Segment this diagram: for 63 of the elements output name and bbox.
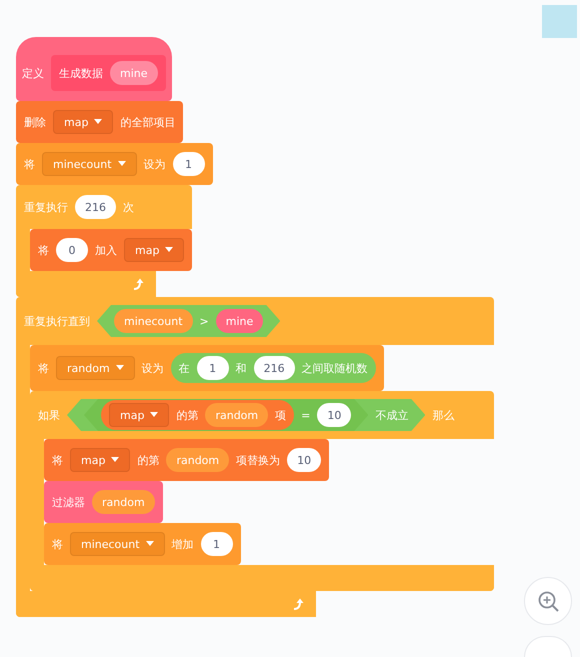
block-label: 过滤器 — [52, 494, 85, 510]
list-block — [30, 229, 192, 271]
block-label: 的第 — [176, 408, 198, 422]
block-label: 设为 — [144, 156, 166, 172]
block-label: 和 — [236, 360, 247, 376]
variable-reporter: random — [205, 403, 268, 427]
block-label: 项 — [275, 408, 286, 422]
block-label: 将 — [38, 360, 49, 376]
variable-reporter: random — [166, 448, 230, 472]
list-dropdown: map — [70, 448, 130, 472]
parameter-reporter: mine — [216, 309, 264, 333]
block-label: 之间取随机数 — [302, 360, 368, 376]
number-input: 216 — [254, 356, 295, 380]
variable-dropdown: random — [56, 356, 135, 380]
custom-block — [44, 481, 163, 523]
block-label: > — [200, 314, 209, 328]
block-label: 生成数据 — [59, 66, 103, 80]
variable-block — [30, 345, 384, 391]
block-label: 将 — [38, 242, 49, 258]
block-label: 项替换为 — [236, 452, 280, 468]
block-label: 将 — [52, 536, 63, 552]
repeat-until-block — [16, 297, 494, 617]
block-label: 在 — [178, 360, 190, 376]
block-label: 那么 — [432, 408, 454, 422]
number-input: 0 — [56, 238, 88, 262]
number-input: 1 — [196, 356, 229, 380]
variable-block — [16, 143, 213, 185]
number-input: 1 — [200, 532, 233, 556]
number-input: 1 — [172, 152, 205, 176]
block-label: 次 — [123, 200, 134, 214]
block-label: 增加 — [172, 536, 194, 552]
block-label: 加入 — [95, 242, 117, 258]
block-label: 的全部项目 — [120, 114, 176, 130]
parameter-reporter: mine — [110, 61, 158, 85]
block-label: 删除 — [24, 114, 46, 130]
repeat-block — [16, 185, 192, 297]
random-operator — [170, 353, 376, 383]
block-label: = — [301, 408, 310, 422]
block-label: 不成立 — [375, 408, 408, 422]
list-dropdown: map — [109, 403, 170, 427]
variable-dropdown: minecount — [70, 532, 165, 556]
variable-dropdown: minecount — [42, 152, 137, 176]
block-label: 重复执行直到 — [24, 314, 90, 328]
block-label: 的第 — [137, 452, 160, 468]
list-block — [16, 101, 184, 143]
block-label: 如果 — [38, 408, 60, 422]
define-hat-block — [16, 37, 172, 101]
block-label: 定义 — [22, 66, 44, 80]
list-block — [44, 439, 330, 481]
variable-reporter: random — [92, 490, 155, 514]
list-item-reporter — [101, 400, 294, 430]
number-input: 216 — [75, 195, 116, 219]
block-label: 设为 — [142, 360, 164, 376]
number-input: 10 — [287, 448, 322, 472]
block-label: 将 — [52, 452, 63, 468]
custom-block-prototype — [51, 55, 166, 91]
block-label: 将 — [24, 156, 35, 172]
variable-block — [44, 523, 241, 565]
list-dropdown: map — [53, 110, 114, 134]
block-label: 重复执行 — [24, 200, 68, 214]
variable-reporter: minecount — [114, 309, 193, 333]
number-input: 10 — [317, 403, 352, 427]
list-dropdown: map — [124, 238, 184, 262]
